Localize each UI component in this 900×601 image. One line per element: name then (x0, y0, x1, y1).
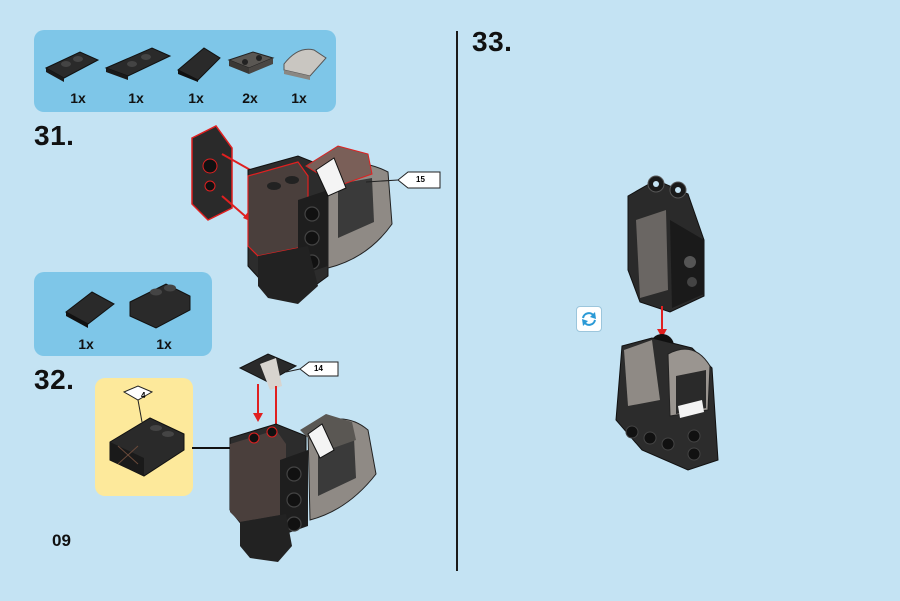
step-31-assembly-illustration (191, 125, 393, 304)
element-tag-4-label: 4 (141, 391, 146, 400)
part-qty: 1x (188, 90, 204, 106)
wedge-plate-part-icon (44, 51, 100, 82)
callout-slope-part-illustration (109, 385, 185, 477)
page-divider (456, 31, 458, 571)
part-qty: 1x (291, 90, 307, 106)
part-qty: 1x (128, 90, 144, 106)
element-tag-14 (285, 361, 339, 377)
page-number: 09 (52, 531, 71, 550)
bracket-plate-part-icon (227, 51, 275, 74)
small-slope-part-icon (65, 291, 115, 328)
step-number-33: 33. (472, 26, 513, 57)
parts-box-step-31: 1x 1x 1x 2x 1x (34, 30, 336, 112)
step-33-assembly-illustration (615, 175, 719, 471)
part-qty: 2x (242, 90, 258, 106)
slope-part-icon (177, 47, 221, 82)
step-32-assembly-illustration (229, 353, 377, 562)
step-number-32: 32. (34, 364, 75, 395)
slope-2x2-part-icon (129, 283, 191, 329)
part-qty: 1x (70, 90, 86, 106)
part-qty: 1x (78, 336, 94, 352)
element-tag-15-label: 15 (416, 175, 425, 184)
rotate-icon-glyph (582, 312, 596, 326)
part-qty: 1x (156, 336, 172, 352)
parts-box-step-32: 1x 1x (34, 272, 212, 356)
step-number-31: 31. (34, 120, 75, 151)
gray-curved-slope-part-icon (283, 48, 327, 80)
element-tag-14-label: 14 (314, 364, 323, 373)
element-tag-15 (365, 171, 441, 189)
long-wedge-plate-part-icon (104, 47, 172, 80)
rotate-icon (576, 306, 602, 332)
